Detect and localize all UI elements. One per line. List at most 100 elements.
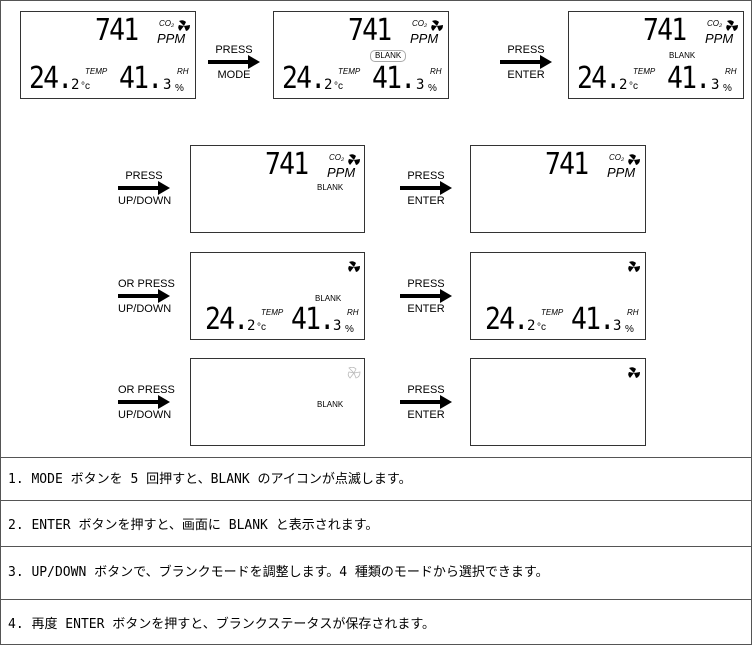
temp-label: TEMP [541, 308, 564, 317]
temp-reading: 24. [29, 61, 73, 96]
co2-label: CO₂ [329, 153, 345, 162]
lcd-screen-all-off: BLANK [190, 358, 365, 446]
ppm-label: PPM [705, 31, 734, 46]
updown-label: UP/DOWN [118, 303, 172, 315]
row-divider [0, 500, 752, 501]
percent-unit: % [175, 83, 184, 94]
rh-label: RH [430, 67, 442, 76]
fan-icon [348, 261, 360, 272]
enter-label: ENTER [407, 303, 445, 315]
lcd-screen-co2-only: 741 CO₂ PPM BLANK [190, 145, 365, 233]
or-press-label: OR PRESS [118, 278, 175, 290]
press-enter-arrow: PRESS ENTER [500, 44, 552, 84]
rh-reading: 41. [119, 61, 163, 96]
or-press-updown-arrow: OR PRESS UP/DOWN [118, 278, 175, 318]
blank-indicator: BLANK [315, 294, 342, 303]
co2-label: CO₂ [159, 19, 175, 28]
fan-icon [726, 20, 738, 31]
lcd-screen-all-off-saved [470, 358, 646, 446]
rh-decimal: 3 [333, 318, 342, 334]
celsius-unit: °c [334, 81, 343, 92]
temp-decimal: 2 [324, 77, 333, 93]
rh-label: RH [177, 67, 189, 76]
blank-indicator: BLANK [669, 51, 696, 60]
celsius-unit: °c [629, 81, 638, 92]
enter-label: ENTER [407, 195, 445, 207]
celsius-unit: °c [257, 322, 266, 333]
temp-decimal: 2 [247, 318, 256, 334]
rh-decimal: 3 [711, 77, 720, 93]
mode-label: MODE [217, 69, 251, 81]
temp-label: TEMP [633, 67, 656, 76]
ppm-label: PPM [607, 165, 636, 180]
temp-label: TEMP [261, 308, 284, 317]
rh-reading: 41. [291, 302, 335, 337]
step-3: 3. UP/DOWN ボタンで、ブランクモードを調整します。4 種類のモードから… [8, 565, 549, 580]
press-label: PRESS [407, 170, 445, 182]
fan-icon [431, 20, 443, 31]
fan-icon [178, 20, 190, 31]
step-4: 4. 再度 ENTER ボタンを押すと、ブランクステータスが保存されます。 [8, 617, 436, 632]
row-divider [0, 546, 752, 547]
rh-label: RH [725, 67, 737, 76]
blank-indicator-flashing: BLANK [370, 50, 407, 62]
co2-reading: 741 [265, 147, 309, 182]
temp-reading: 24. [485, 302, 529, 337]
rh-reading: 41. [667, 61, 711, 96]
or-press-updown-arrow: OR PRESS UP/DOWN [118, 384, 175, 424]
rh-reading: 41. [372, 61, 416, 96]
step-1: 1. MODE ボタンを 5 回押すと、BLANK のアイコンが点滅します。 [8, 472, 412, 487]
ppm-label: PPM [327, 165, 356, 180]
lcd-screen-temp-rh: BLANK 24. 2 TEMP °c 41. 3 RH % [190, 252, 365, 340]
temp-reading: 24. [282, 61, 326, 96]
press-enter-arrow: PRESS ENTER [400, 170, 452, 210]
temp-label: TEMP [85, 67, 108, 76]
lcd-screen-blank-flashing: 741 CO₂ PPM BLANK 24. 2 TEMP °c 41. 3 RH… [273, 11, 449, 99]
lcd-screen-co2-only-saved: 741 CO₂ PPM [470, 145, 646, 233]
co2-label: CO₂ [412, 19, 428, 28]
press-mode-arrow: PRESS MODE [208, 44, 260, 84]
temp-label: TEMP [338, 67, 361, 76]
fan-icon [628, 367, 640, 378]
fan-icon [628, 261, 640, 272]
co2-reading: 741 [95, 13, 139, 48]
temp-decimal: 2 [71, 77, 80, 93]
co2-reading: 741 [643, 13, 687, 48]
co2-reading: 741 [545, 147, 589, 182]
step-2: 2. ENTER ボタンを押すと、画面に BLANK と表示されます。 [8, 518, 379, 533]
percent-unit: % [723, 83, 732, 94]
rh-decimal: 3 [416, 77, 425, 93]
or-press-label: OR PRESS [118, 384, 175, 396]
rh-label: RH [627, 308, 639, 317]
fan-icon-dim [347, 367, 361, 379]
blank-indicator: BLANK [317, 400, 344, 409]
lcd-screen-full: 741 CO₂ PPM 24. 2 TEMP °c 41. 3 RH % [20, 11, 196, 99]
press-enter-arrow: PRESS ENTER [400, 278, 452, 318]
ppm-label: PPM [410, 31, 439, 46]
celsius-unit: °c [81, 81, 90, 92]
lcd-screen-blank-shown: 741 CO₂ PPM BLANK 24. 2 TEMP °c 41. 3 RH… [568, 11, 744, 99]
fan-icon [348, 154, 360, 165]
rh-decimal: 3 [163, 77, 172, 93]
press-label: PRESS [215, 44, 253, 56]
rh-label: RH [347, 308, 359, 317]
temp-decimal: 2 [619, 77, 628, 93]
press-label: PRESS [507, 44, 545, 56]
enter-label: ENTER [507, 69, 545, 81]
temp-decimal: 2 [527, 318, 536, 334]
temp-reading: 24. [577, 61, 621, 96]
ppm-label: PPM [157, 31, 186, 46]
co2-label: CO₂ [609, 153, 625, 162]
percent-unit: % [345, 324, 354, 335]
temp-reading: 24. [205, 302, 249, 337]
press-enter-arrow: PRESS ENTER [400, 384, 452, 424]
co2-label: CO₂ [707, 19, 723, 28]
lcd-screen-temp-rh-saved: 24. 2 TEMP °c 41. 3 RH % [470, 252, 646, 340]
celsius-unit: °c [537, 322, 546, 333]
percent-unit: % [625, 324, 634, 335]
updown-label: UP/DOWN [118, 195, 172, 207]
blank-indicator: BLANK [317, 183, 344, 192]
row-divider [0, 599, 752, 600]
press-updown-arrow: PRESS UP/DOWN [118, 170, 172, 210]
